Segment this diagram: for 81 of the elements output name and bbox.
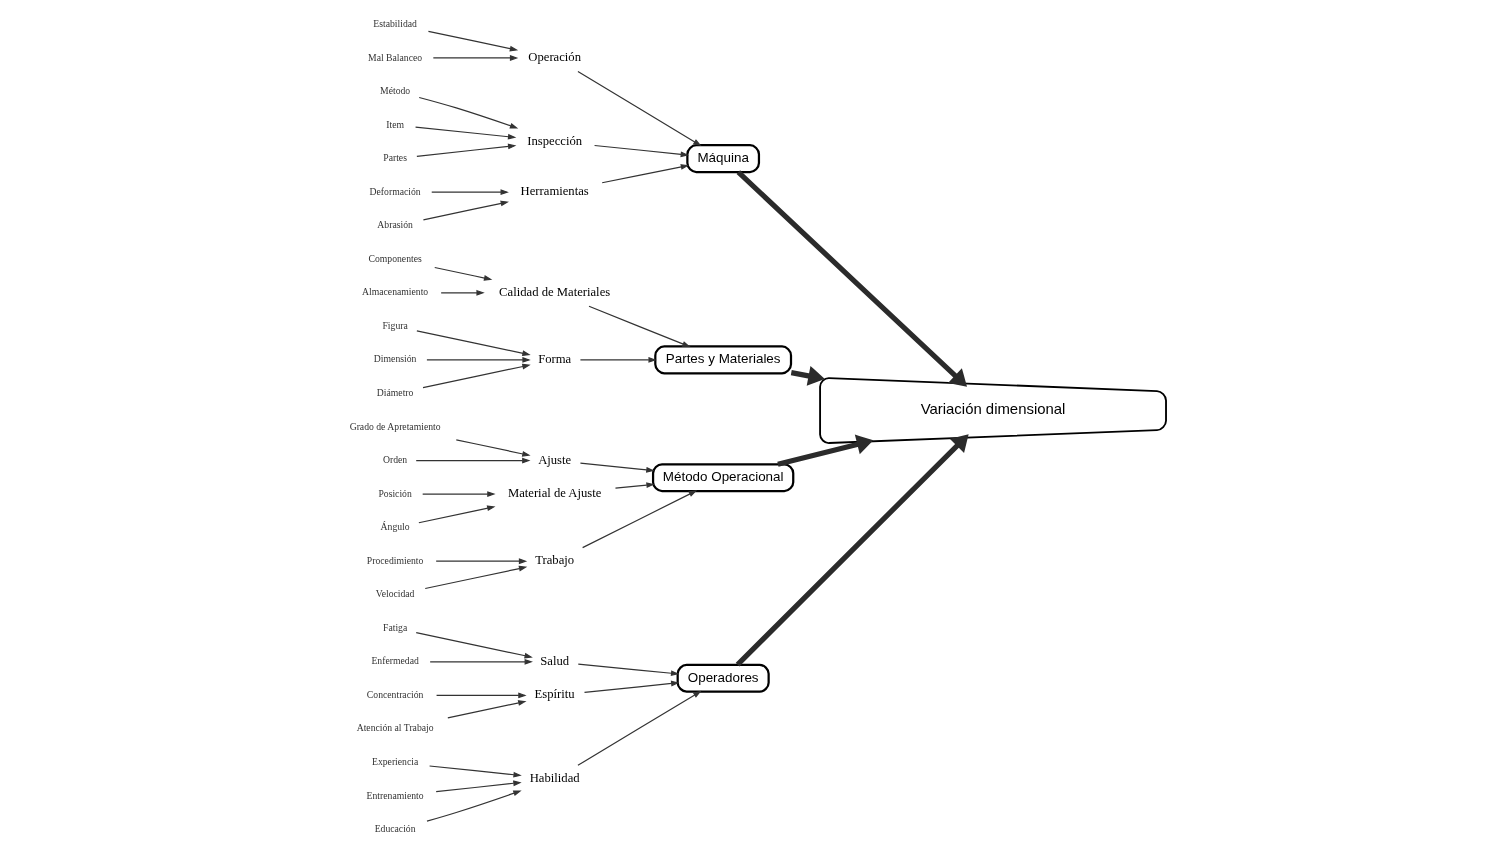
arrow <box>415 632 533 659</box>
arrow <box>428 765 522 778</box>
arrow <box>415 330 531 357</box>
arrow <box>414 126 516 140</box>
arrow <box>601 164 689 184</box>
node-text: Enfermedad <box>370 655 419 667</box>
arrow <box>579 356 657 363</box>
arrow <box>421 363 531 389</box>
node-text: Entrenamiento <box>366 789 424 801</box>
arrow <box>415 143 516 157</box>
arrow <box>736 170 967 387</box>
arrow <box>576 690 702 766</box>
node-text: Diámetro <box>376 386 413 398</box>
node-text: Material de Ajuste <box>507 486 601 501</box>
arrow <box>425 790 522 822</box>
node-text: Inspección <box>526 133 582 148</box>
node-ellipse: Variación dimensional <box>818 377 1167 444</box>
node-text: Salud <box>539 653 569 668</box>
arrow <box>583 680 679 693</box>
node-text: Abrasión <box>376 219 413 231</box>
node-text: Mal Balanceo <box>367 51 422 63</box>
node-text: Figura <box>381 319 408 331</box>
node-text: Dimensión <box>373 353 416 365</box>
node-box: Partes y Materiales <box>653 345 792 375</box>
node-text: Grado de Apretamiento <box>349 420 441 432</box>
node-text: Concentración <box>366 688 423 700</box>
arrow <box>440 289 485 296</box>
arrow <box>790 365 825 386</box>
arrow <box>424 565 527 590</box>
arrow <box>415 457 530 464</box>
node-text: Atención al Trabajo <box>356 722 434 734</box>
node-text: Componentes <box>367 252 422 264</box>
arrow <box>421 491 496 498</box>
node-text: Trabajo <box>534 553 574 568</box>
node-text: Operación <box>527 50 581 65</box>
node-text: Deformación <box>369 185 421 197</box>
arrow <box>735 434 969 667</box>
arrow <box>776 434 873 467</box>
node-text: Educación <box>374 823 416 835</box>
arrow <box>455 439 531 457</box>
node-text: Calidad de Materiales <box>498 284 610 299</box>
arrow <box>577 663 679 677</box>
node-box: Máquina <box>685 144 760 174</box>
node-text: Método <box>379 85 410 97</box>
arrow <box>587 305 691 348</box>
arrow <box>593 144 689 158</box>
node-text: Ajuste <box>537 452 571 467</box>
arrow <box>435 692 527 699</box>
node-text: Espíritu <box>534 687 575 702</box>
node-text: Posición <box>377 487 412 499</box>
node-box: Método Operacional <box>651 463 794 493</box>
arrow <box>435 780 522 793</box>
arrow <box>427 30 518 52</box>
node-text: Procedimiento <box>366 554 423 566</box>
arrow <box>446 700 526 719</box>
arrow <box>422 200 509 221</box>
node-text: Forma <box>537 351 571 366</box>
node-text: Experiencia <box>371 756 418 768</box>
node-text: Herramientas <box>520 184 589 199</box>
arrow <box>432 55 518 61</box>
arrow <box>425 356 531 363</box>
node-text: Partes <box>382 152 407 164</box>
node-text: Orden <box>382 454 407 466</box>
arrow <box>418 96 518 129</box>
node-text: Habilidad <box>529 770 580 785</box>
node-text: Estabilidad <box>372 17 417 29</box>
arrow <box>435 558 527 565</box>
arrow <box>430 189 509 196</box>
arrow <box>429 658 533 665</box>
node-text: Velocidad <box>375 588 414 600</box>
node-box: Operadores <box>676 663 770 693</box>
arrow <box>433 266 492 281</box>
arrow <box>576 70 702 146</box>
node-text: Almacenamiento <box>361 286 428 298</box>
arrow <box>579 462 655 473</box>
arrow <box>417 505 495 524</box>
arrow <box>614 482 655 489</box>
arrow <box>581 490 697 549</box>
node-text: Item <box>385 118 404 130</box>
node-text: Ángulo <box>380 521 410 533</box>
node-text: Fatiga <box>382 621 407 633</box>
